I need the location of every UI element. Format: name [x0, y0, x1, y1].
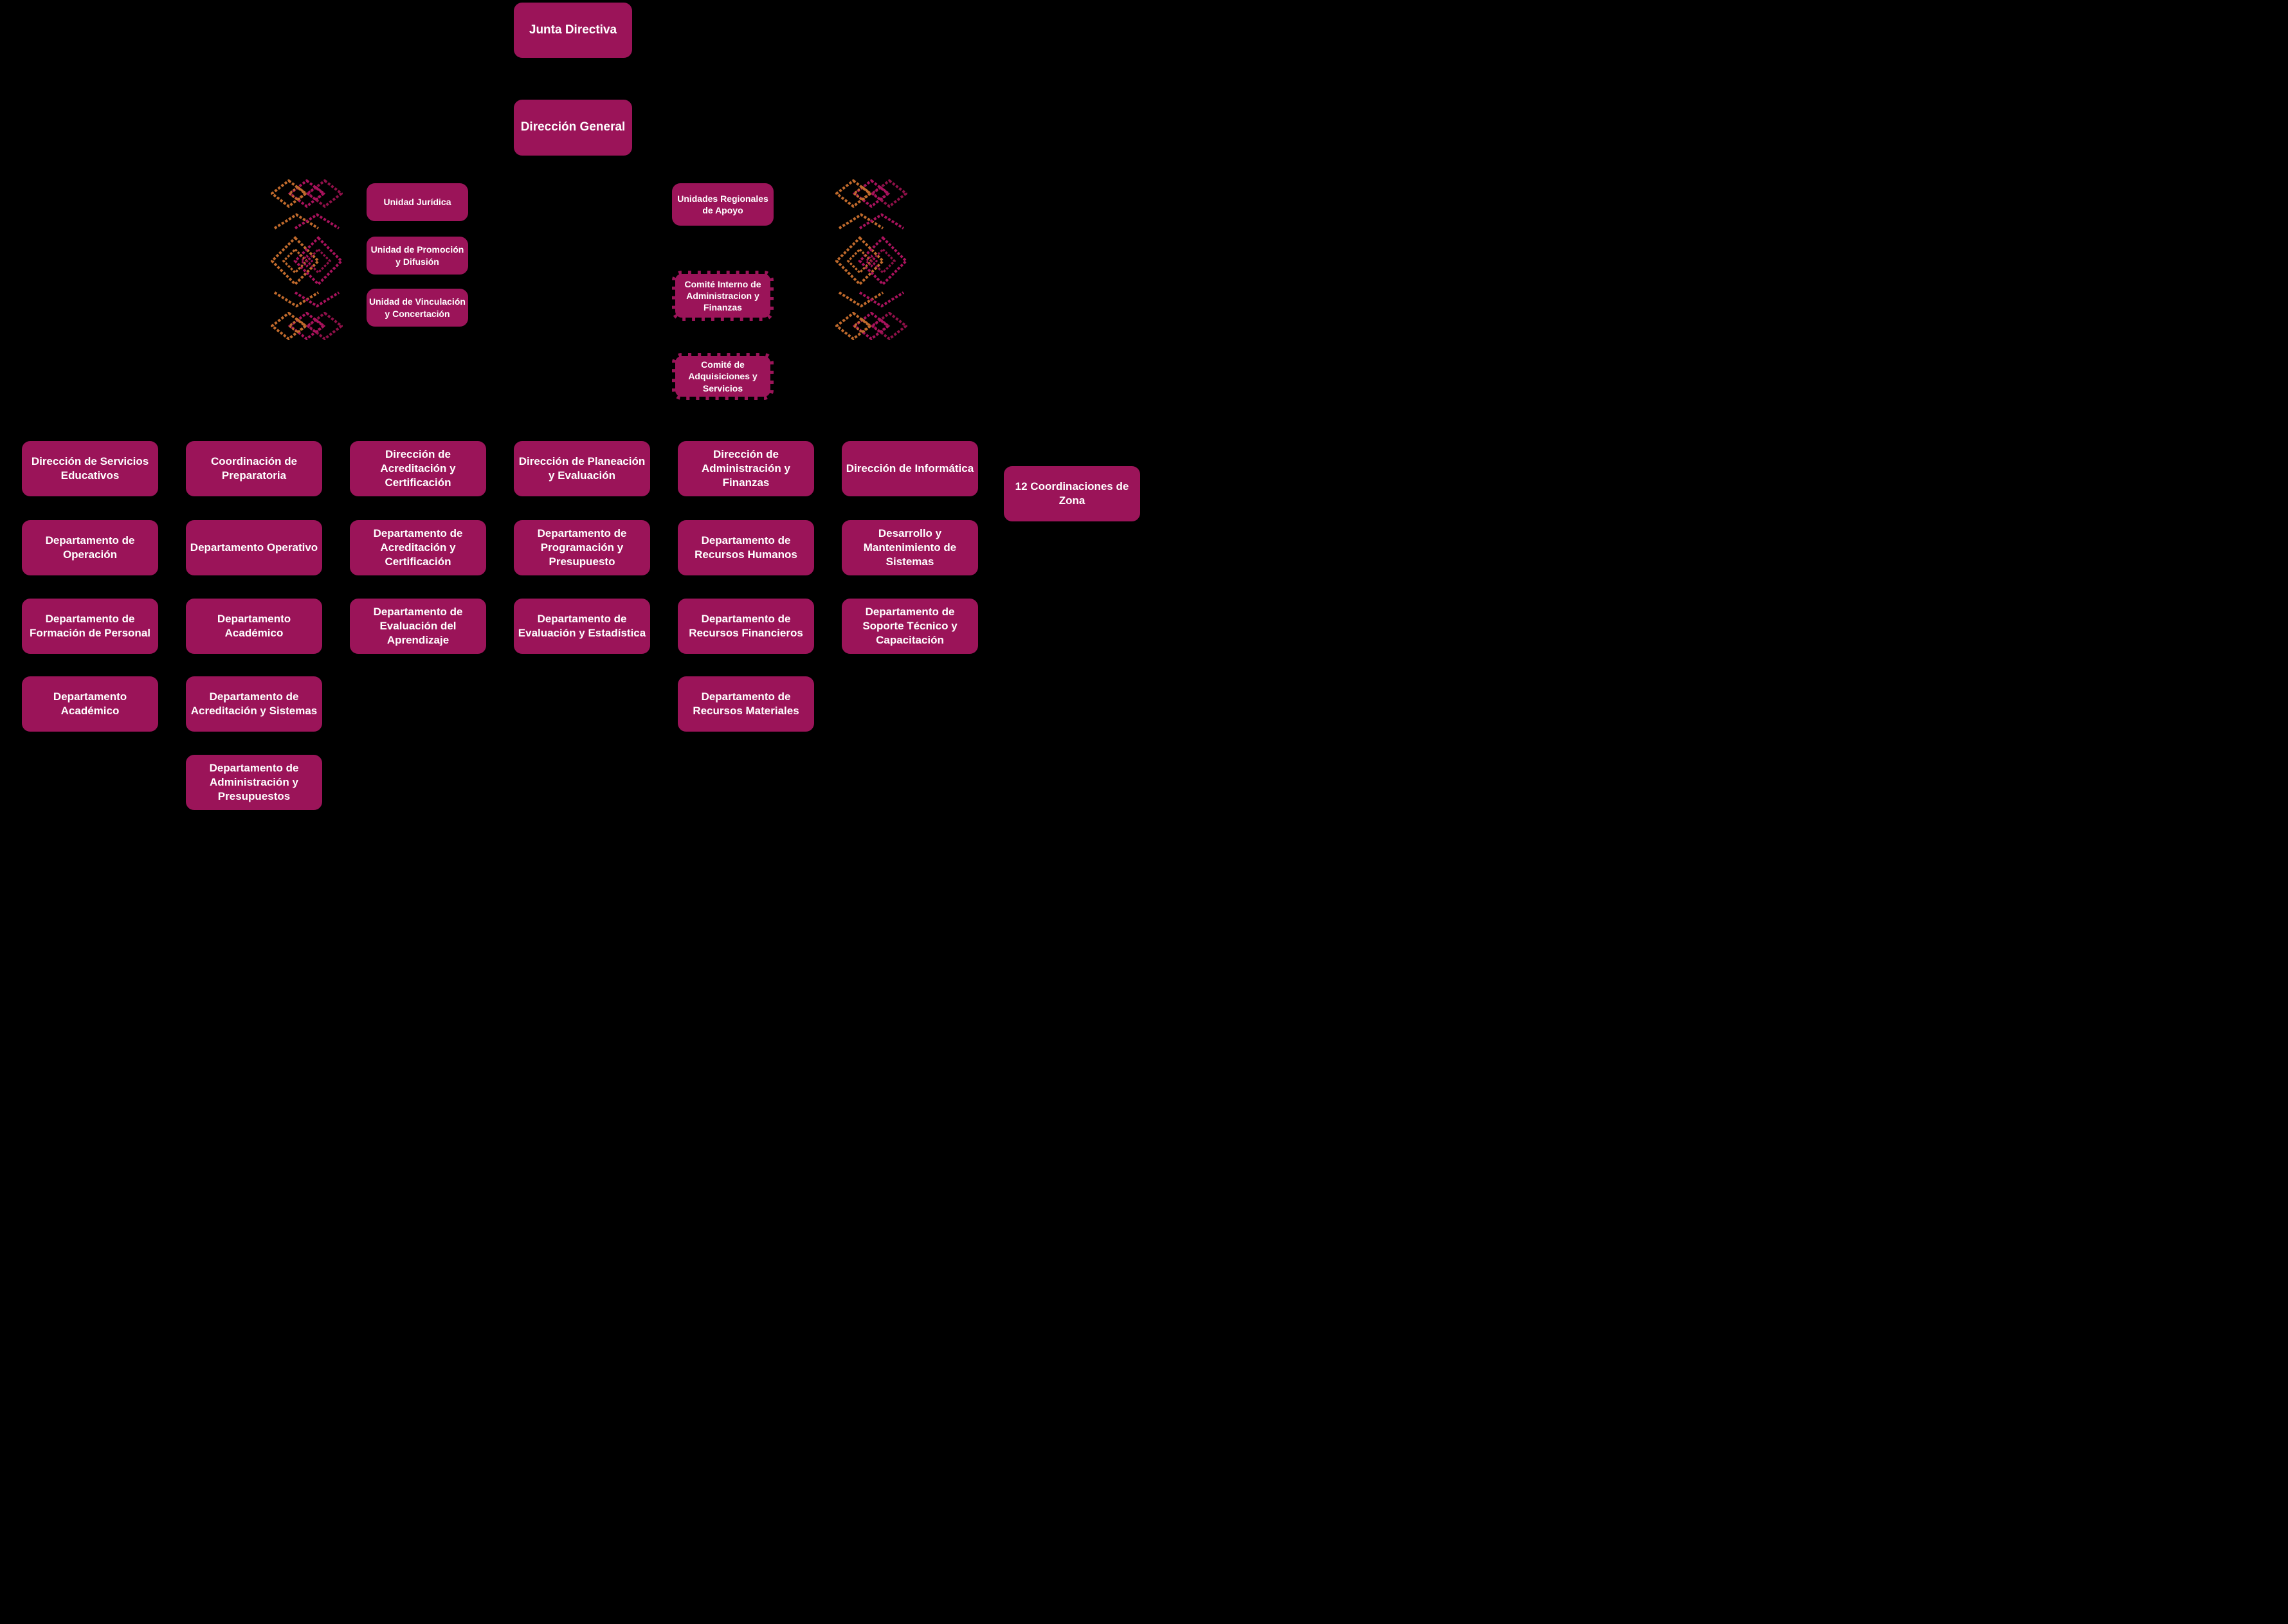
node-depto-operacion: Departamento de Operación	[22, 520, 158, 575]
textile-diamonds-row-icon	[271, 179, 343, 208]
node-unidad-juridica: Unidad Jurídica	[367, 183, 468, 221]
node-unidades-regionales: Unidades Regionales de Apoyo	[672, 183, 774, 226]
textile-diamonds-row-icon	[835, 312, 907, 340]
node-depto-recursos-humanos: Departamento de Recursos Humanos	[678, 520, 814, 575]
node-depto-academico-preparatoria: Departamento Académico	[186, 599, 322, 654]
textile-diamonds-row-icon	[835, 179, 907, 208]
node-direccion-general: Dirección General	[514, 100, 632, 156]
textile-chevron-down-icon	[838, 291, 905, 308]
textile-ornament-strip-right	[835, 179, 907, 340]
node-depto-evaluacion-aprendizaje: Departamento de Evaluación del Aprendiza…	[350, 599, 486, 654]
node-depto-evaluacion-estadistica: Departamento de Evaluación y Estadística	[514, 599, 650, 654]
textile-chevron-down-icon	[273, 291, 340, 308]
node-desarrollo-mantenimiento-sistemas: Desarrollo y Mantenimiento de Sistemas	[842, 520, 978, 575]
textile-ornament-strip-left	[271, 179, 343, 340]
textile-diamond-cluster-icon	[271, 236, 343, 286]
node-direccion-servicios-educativos: Dirección de Servicios Educativos	[22, 441, 158, 496]
node-depto-formacion-personal: Departamento de Formación de Personal	[22, 599, 158, 654]
node-depto-recursos-materiales: Departamento de Recursos Materiales	[678, 676, 814, 732]
textile-chevron-up-icon	[838, 213, 905, 230]
node-comite-adquisiciones: Comité de Adquisiciones y Servicios	[672, 353, 774, 400]
node-depto-soporte-tecnico: Departamento de Soporte Técnico y Capaci…	[842, 599, 978, 654]
textile-diamond-cluster-icon	[835, 236, 907, 286]
textile-diamonds-row-icon	[271, 312, 343, 340]
node-depto-academico-servicios: Departamento Académico	[22, 676, 158, 732]
node-direccion-acreditacion-certificacion: Dirección de Acreditación y Certificació…	[350, 441, 486, 496]
node-depto-programacion-presupuesto: Departamento de Programación y Presupues…	[514, 520, 650, 575]
node-junta-directiva: Junta Directiva	[514, 3, 632, 58]
org-chart: Junta Directiva Dirección General Unidad…	[0, 0, 1144, 812]
node-depto-acreditacion-certificacion: Departamento de Acreditación y Certifica…	[350, 520, 486, 575]
node-depto-acreditacion-sistemas: Departamento de Acreditación y Sistemas	[186, 676, 322, 732]
node-coordinaciones-de-zona: 12 Coordinaciones de Zona	[1004, 466, 1140, 521]
node-direccion-informatica: Dirección de Informática	[842, 441, 978, 496]
node-comite-interno: Comité Interno de Administracion y Finan…	[672, 271, 774, 321]
node-unidad-promocion: Unidad de Promoción y Difusión	[367, 237, 468, 275]
node-direccion-administracion-finanzas: Dirección de Administración y Finanzas	[678, 441, 814, 496]
node-depto-recursos-financieros: Departamento de Recursos Financieros	[678, 599, 814, 654]
node-unidad-vinculacion: Unidad de Vinculación y Concertación	[367, 289, 468, 327]
node-coordinacion-preparatoria: Coordinación de Preparatoria	[186, 441, 322, 496]
textile-chevron-up-icon	[273, 213, 340, 230]
node-depto-administracion-presupuestos: Departamento de Administración y Presupu…	[186, 755, 322, 810]
node-direccion-planeacion-evaluacion: Dirección de Planeación y Evaluación	[514, 441, 650, 496]
node-depto-operativo: Departamento Operativo	[186, 520, 322, 575]
